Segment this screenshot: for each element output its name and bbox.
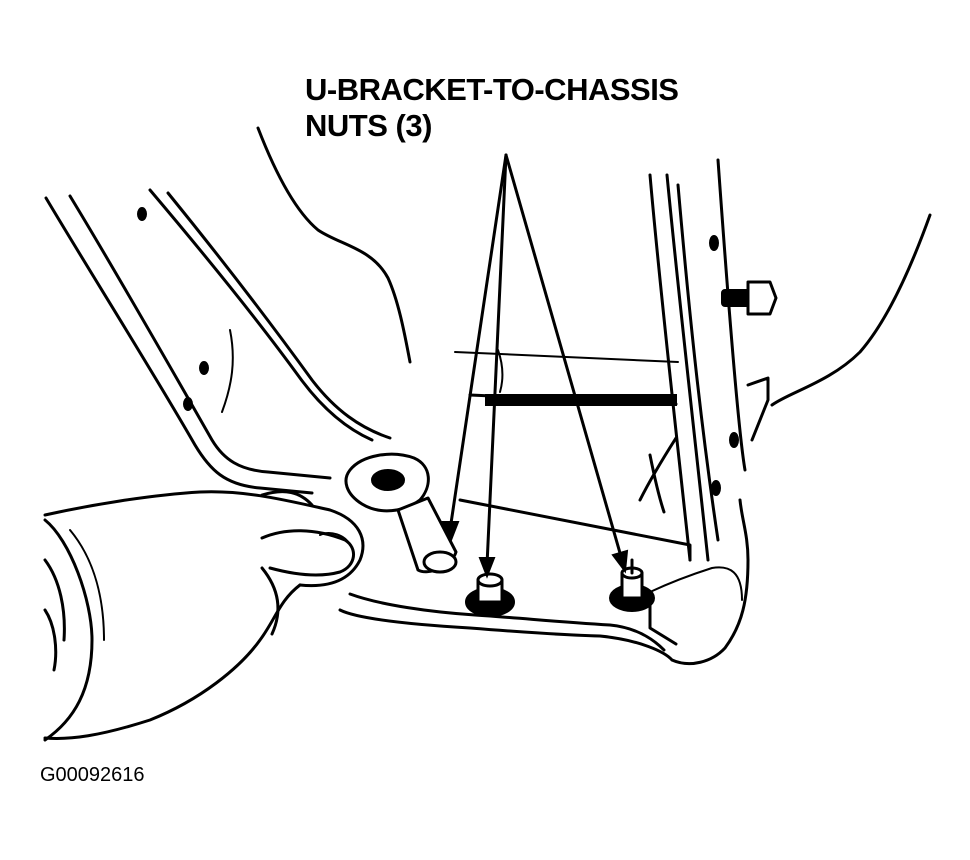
arrow-head-2 (478, 557, 496, 579)
bolt-hole-2 (199, 361, 209, 375)
ratchet-wrench (344, 452, 458, 574)
bolt-hole-1 (137, 207, 147, 221)
u-bracket-base (338, 498, 750, 665)
bolt-hole-3 (183, 397, 193, 411)
u-bracket-right-arm (648, 158, 770, 562)
arrow-head-3 (611, 549, 629, 574)
bolt-hole-6 (711, 480, 721, 496)
callout-line-1: U-BRACKET-TO-CHASSIS (305, 72, 679, 107)
side-bolt (721, 280, 778, 316)
leader-arrows (441, 153, 629, 579)
body-panel (256, 126, 932, 407)
chassis-nut-1 (465, 572, 515, 617)
u-bracket-left-arm (44, 188, 392, 495)
chassis-nut-2 (609, 558, 655, 612)
sleeve (43, 518, 105, 742)
arrow-head-1 (441, 521, 460, 543)
bolt-hole-4 (709, 235, 719, 251)
hand (43, 490, 365, 740)
figure-id: G00092616 (40, 764, 145, 786)
chassis-crossmember (468, 393, 678, 514)
callout-line-2: NUTS (3) (305, 108, 432, 143)
bolt-hole-5 (729, 432, 739, 448)
callout-label: U-BRACKET-TO-CHASSIS NUTS (3) (305, 72, 679, 144)
